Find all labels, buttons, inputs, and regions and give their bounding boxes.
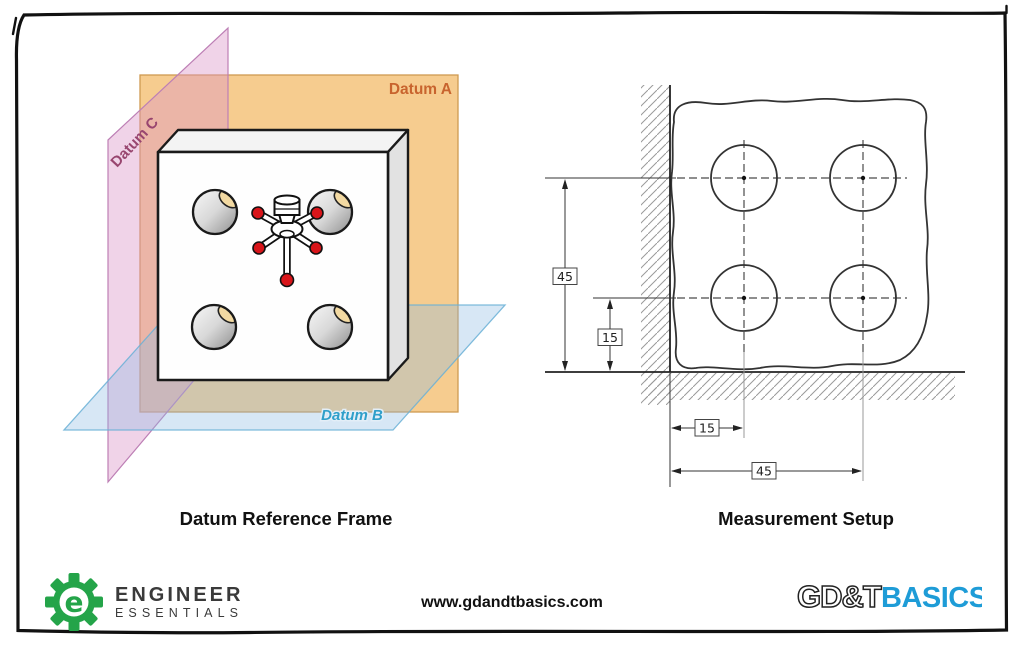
dimension-extension-lines xyxy=(743,352,864,481)
dim-value: 45 xyxy=(756,464,772,479)
measurement-setup-diagram: 45 15 15 45 Measurement Setup xyxy=(545,85,965,529)
wall-hatch xyxy=(641,85,670,405)
gear-letter: e xyxy=(65,586,84,619)
left-diagram-title: Datum Reference Frame xyxy=(180,508,393,529)
brand-line-essentials: ESSENTIALS xyxy=(115,605,244,620)
dim-value: 15 xyxy=(699,421,715,436)
probe-arms xyxy=(256,209,319,276)
basics-solid-text: BASICS xyxy=(881,582,982,614)
dim-value: 15 xyxy=(602,330,618,345)
datum-reference-frame-diagram: Datum A Datum C Datum B Datum Reference … xyxy=(62,26,507,529)
engineer-essentials-logo: e ENGINEER ESSENTIALS xyxy=(44,572,243,632)
dim-value-box xyxy=(694,419,720,437)
hole-center-dots xyxy=(741,175,866,301)
hole-centerlines xyxy=(677,140,907,352)
website-url: www.gdandtbasics.com xyxy=(421,594,603,611)
dim-value-box xyxy=(597,328,623,346)
part-block xyxy=(156,128,410,382)
part-outline xyxy=(670,97,930,371)
frame-border xyxy=(11,4,1009,635)
dim-value-box xyxy=(751,462,777,480)
cmm-probe-icon xyxy=(251,194,324,288)
right-diagram-title: Measurement Setup xyxy=(718,508,894,529)
footer: e ENGINEER ESSENTIALS www.gdandtbasics.c… xyxy=(0,570,1024,634)
gear-icon: e xyxy=(45,573,103,631)
datum-a-label: Datum A xyxy=(389,81,452,98)
floor-hatch xyxy=(645,373,955,400)
probe-ruby-tips xyxy=(251,206,324,288)
brand-line-engineer: ENGINEER xyxy=(115,583,244,606)
gdt-outlined-text: GD&T xyxy=(797,579,882,614)
dim-value: 45 xyxy=(557,269,573,284)
dim-value-box xyxy=(552,267,578,285)
datum-b-label: Datum B xyxy=(321,407,383,424)
hole-circles xyxy=(710,144,897,332)
gdt-basics-logo: GD&T BASICS xyxy=(796,576,988,623)
